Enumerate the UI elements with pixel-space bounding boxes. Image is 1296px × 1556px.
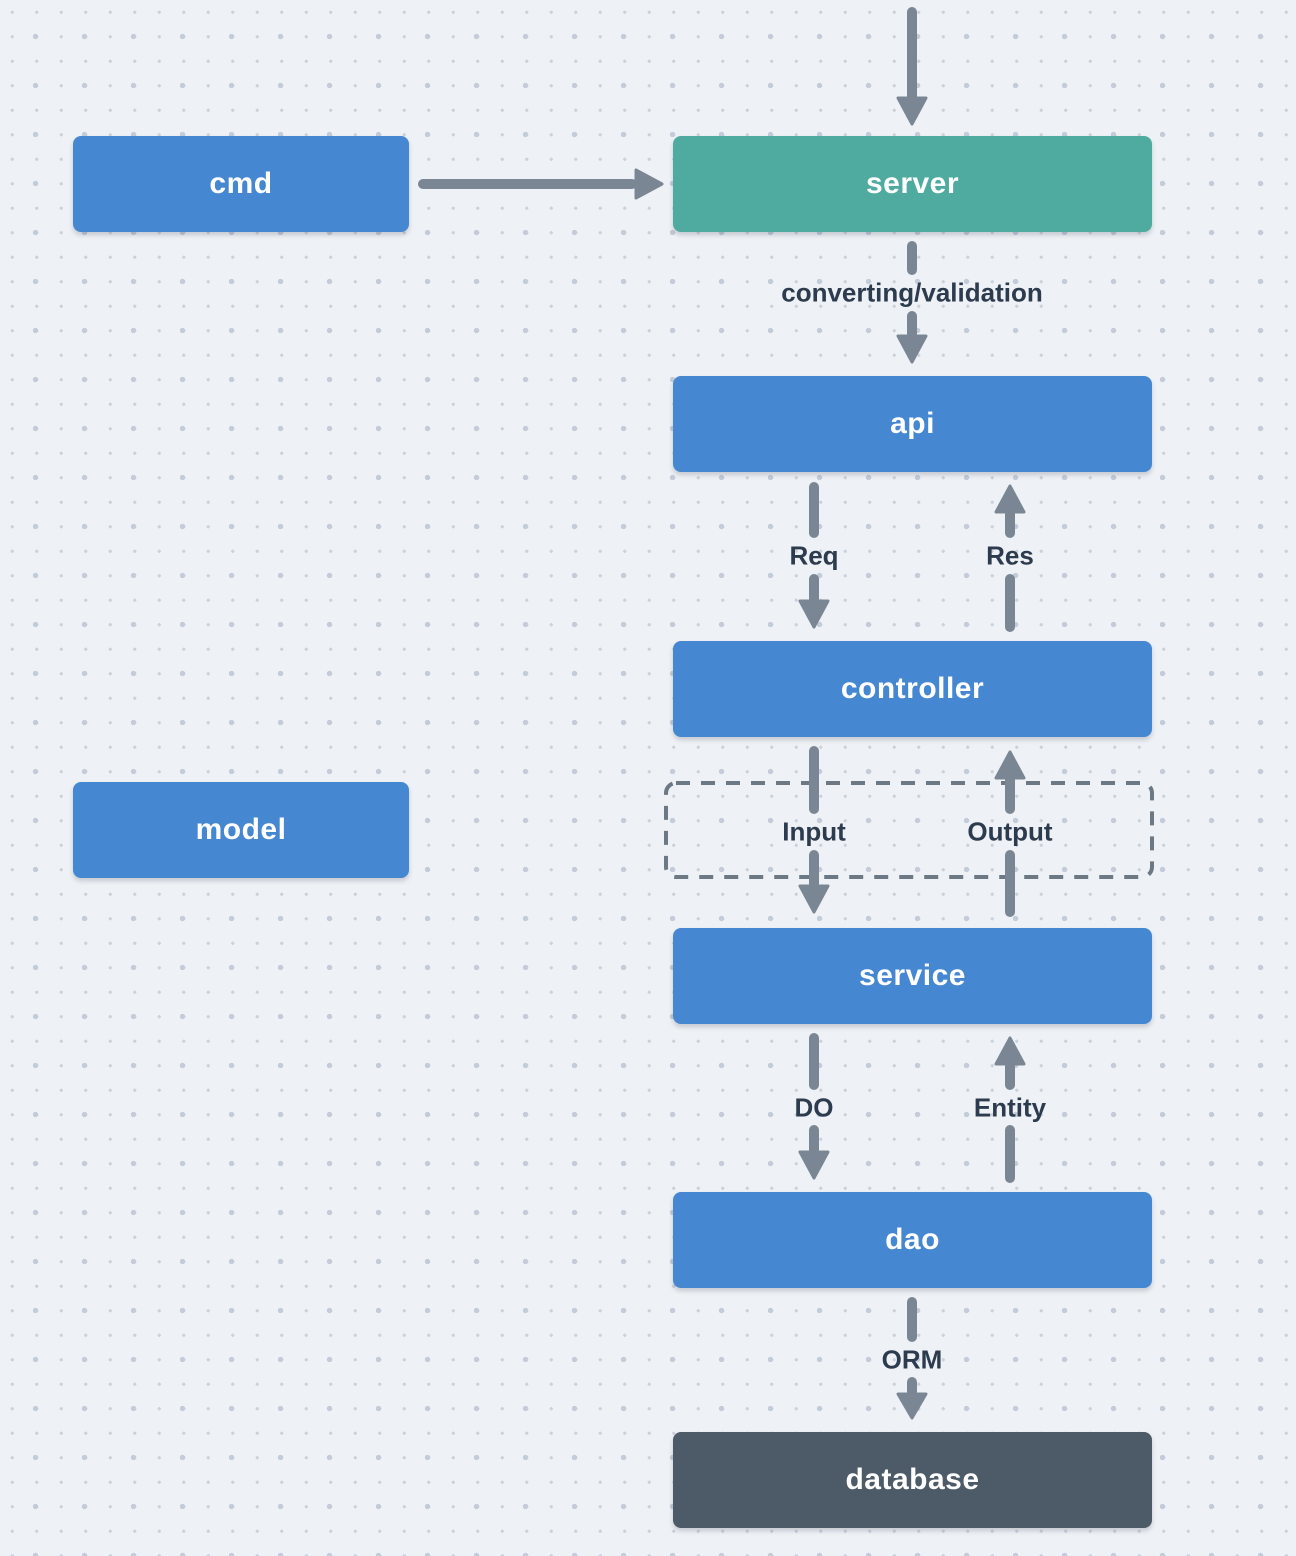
arrowhead-orm-down (896, 1392, 928, 1420)
node-dao[interactable]: dao (673, 1192, 1152, 1288)
edge-label-output: Output (967, 816, 1053, 847)
node-model[interactable]: model (73, 782, 409, 878)
arrowhead-entity-up (994, 1036, 1026, 1066)
arrowhead-do-down (798, 1150, 830, 1180)
arrowhead-server-api (896, 334, 928, 364)
arrowhead-cmd-server (634, 168, 664, 200)
arrowhead-res-up (994, 484, 1026, 514)
node-service[interactable]: service (673, 928, 1152, 1024)
edge-label-res: Res (986, 540, 1034, 571)
edge-label-orm: ORM (881, 1344, 943, 1375)
node-database[interactable]: database (673, 1432, 1152, 1528)
arrowhead-input-down (798, 884, 830, 914)
edge-label-converting-validation: converting/validation (781, 277, 1043, 308)
node-controller[interactable]: controller (673, 641, 1152, 737)
node-cmd[interactable]: cmd (73, 136, 409, 232)
edge-label-input: Input (782, 816, 846, 847)
arrowhead-entry-server (896, 96, 928, 126)
edge-label-req: Req (789, 540, 839, 571)
node-server[interactable]: server (673, 136, 1152, 232)
arrowhead-output-up (994, 750, 1026, 780)
arrowhead-req-down (798, 599, 830, 629)
edge-label-entity: Entity (973, 1092, 1047, 1123)
edge-label-do: DO (794, 1092, 834, 1123)
node-api[interactable]: api (673, 376, 1152, 472)
dashed-model-region (664, 781, 1154, 879)
